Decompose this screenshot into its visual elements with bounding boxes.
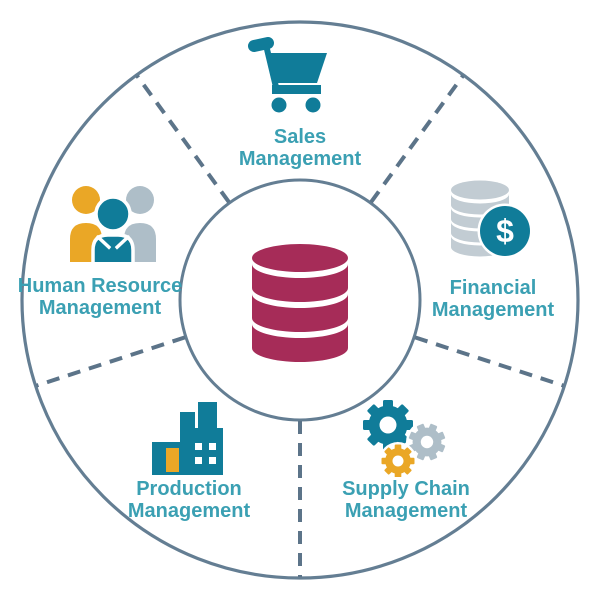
factory-door (166, 448, 179, 472)
factory-icon (152, 402, 223, 475)
database-icon (252, 244, 348, 362)
label-line: Human Resource (17, 275, 183, 297)
label-line: Management (344, 500, 468, 522)
label-line: Management (431, 299, 555, 321)
segment-divider (369, 74, 465, 204)
segment-label-production: Production Management (69, 478, 309, 522)
segment-divider (35, 335, 186, 388)
label-line: Management (38, 297, 162, 319)
label-line: Supply Chain (342, 478, 470, 500)
label-line: Management (127, 500, 251, 522)
segment-label-human-resource: Human Resource Management (0, 275, 220, 319)
segment-divider (135, 74, 231, 204)
inner-circle (178, 178, 422, 422)
label-line: Financial (449, 277, 537, 299)
dollar-sign: $ (496, 213, 514, 249)
label-line: Production (136, 478, 242, 500)
segment-divider (414, 335, 565, 388)
dollar-circle (480, 206, 530, 256)
outer-circle (20, 20, 580, 580)
label-line: Sales (273, 126, 327, 148)
people-group-icon (70, 186, 156, 262)
factory-windows (195, 443, 216, 464)
shopping-cart-icon (248, 37, 327, 113)
segment-label-supply-chain: Supply Chain Management (286, 478, 526, 522)
coin-stack-dollar-icon: $ (451, 180, 533, 258)
person-center (91, 195, 135, 262)
label-line: Management (238, 148, 362, 170)
gears-icon (363, 400, 450, 477)
segment-label-sales: Sales Management (180, 126, 420, 170)
segment-label-financial: Financial Management (373, 277, 600, 321)
